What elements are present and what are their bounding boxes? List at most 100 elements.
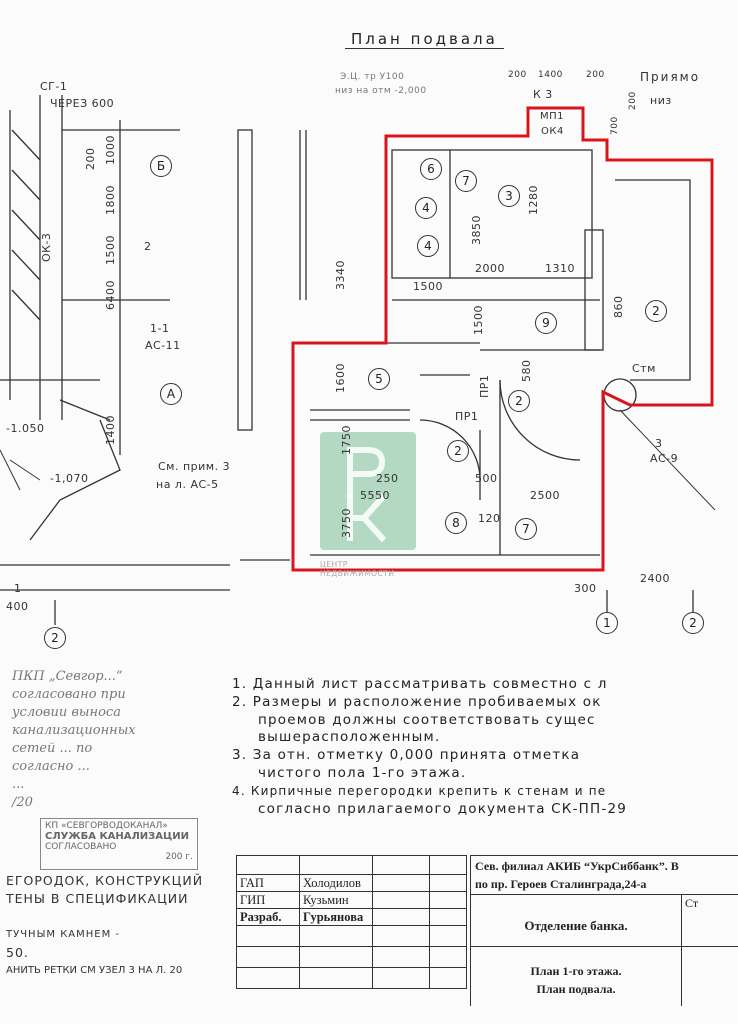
dim-250: 250 xyxy=(376,472,399,485)
axis-2-left: 2 xyxy=(44,627,66,649)
note-item: чистого пола 1-го этажа. xyxy=(258,764,467,781)
room-9: 9 xyxy=(535,312,557,334)
label-stm: Стм xyxy=(632,362,656,375)
page-title: План подвала xyxy=(345,30,504,49)
dim-1310: 1310 xyxy=(545,262,575,275)
section-3: 3 xyxy=(655,437,663,450)
dim-1500-b: 1500 xyxy=(413,280,443,293)
label-ok4: ОК4 xyxy=(541,126,564,137)
note-item: 2. Размеры и расположение пробиваемых ок xyxy=(232,693,602,710)
room-7-b: 7 xyxy=(515,518,537,540)
room-4-a: 4 xyxy=(415,197,437,219)
mark-2: 2 xyxy=(144,240,152,253)
title-block-info: Сев. филиал АКИБ “УкрСиббанк”. В по пр. … xyxy=(470,855,738,1006)
dim-1280: 1280 xyxy=(527,185,540,215)
left-notes: ЕГОРОДОК, КОНСТРУКЦИЙ ТЕНЫ В СПЕЦИФИКАЦИ… xyxy=(6,872,203,980)
dim-860: 860 xyxy=(612,295,625,319)
dim-1400: 1400 xyxy=(104,415,117,445)
hand-line: согласно ... xyxy=(12,759,90,774)
watermark-logo-glyphs xyxy=(347,447,387,543)
hand-line: /20 xyxy=(12,795,33,810)
hand-line: условии выноса xyxy=(12,705,121,720)
dim-top-200-b: 200 xyxy=(586,70,605,80)
note-item: 3. За отн. отметку 0,000 принята отметка xyxy=(232,747,581,764)
label-through: ЧЕРЕЗ 600 xyxy=(50,97,115,110)
dim-400: 400 xyxy=(6,600,29,613)
room-5: 5 xyxy=(368,368,390,390)
hand-line: согласовано при xyxy=(12,687,126,702)
dim-3750: 3750 xyxy=(340,508,353,538)
approval-stamp: КП «СЕВГОРВОДОКАНАЛ» СЛУЖБА КАНАЛИЗАЦИИ … xyxy=(40,818,198,870)
room-2-pit: 2 xyxy=(645,300,667,322)
elev-1050: -1.050 xyxy=(6,422,45,435)
left-note-line: ЕГОРОДОК, КОНСТРУКЦИЙ xyxy=(6,873,204,888)
left-note-line: ТУЧНЫМ КАМНЕМ - xyxy=(6,929,121,940)
left-note-line: 50. xyxy=(6,945,29,960)
stage-header: Ст xyxy=(685,896,699,910)
dim-2500: 2500 xyxy=(530,489,560,502)
dim-1500-c: 1500 xyxy=(472,305,485,335)
label-ok3: ОК-3 xyxy=(40,232,53,262)
stamp-line1: КП «СЕВГОРВОДОКАНАЛ» xyxy=(45,821,168,831)
handwritten-approval: ПКП „Севгор...“ согласовано при условии … xyxy=(12,668,136,812)
left-note-line: ТЕНЫ В СПЕЦИФИКАЦИИ xyxy=(6,891,189,906)
dim-3340: 3340 xyxy=(334,260,347,290)
left-note-line: АНИТЬ РЕТКИ СМ УЗЕЛ 3 НА Л. 20 xyxy=(6,965,183,976)
room-6: 6 xyxy=(420,158,442,180)
axis-2: 2 xyxy=(682,612,704,634)
dim-6400: 6400 xyxy=(104,280,117,310)
role: ГИП xyxy=(236,891,300,909)
label-mp1: МП1 xyxy=(540,111,565,122)
dim-700: 700 xyxy=(610,116,620,135)
left-wing-walls xyxy=(0,95,230,591)
dim-200: 200 xyxy=(84,147,97,171)
note-item: согласно прилагаемого документа СК-ПП-29 xyxy=(258,800,628,817)
section-sheet-as9: АС-9 xyxy=(650,452,679,465)
dim-200-r: 200 xyxy=(628,91,638,110)
dim-2000: 2000 xyxy=(475,262,505,275)
dim-1000: 1000 xyxy=(104,135,117,165)
room-4-b: 4 xyxy=(417,235,439,257)
dim-1600: 1600 xyxy=(334,363,347,393)
note-item: вышерасположенным. xyxy=(258,729,441,746)
organization: Сев. филиал АКИБ “УкрСиббанк”. В xyxy=(475,859,679,873)
signature-row: Разраб.Гурьянова xyxy=(236,908,467,926)
dim-2400: 2400 xyxy=(640,572,670,585)
dim-1750: 1750 xyxy=(340,425,353,455)
axis-a: А xyxy=(160,383,182,405)
sheet-title-2: План подвала. xyxy=(536,982,616,996)
name: Кузьмин xyxy=(299,891,373,909)
hand-line: канализационных xyxy=(12,723,136,738)
dim-500: 500 xyxy=(475,472,498,485)
dim-3850: 3850 xyxy=(470,215,483,245)
address: по пр. Героев Сталинграда,24-а xyxy=(475,877,647,891)
room-7: 7 xyxy=(455,170,477,192)
apartment-outline xyxy=(291,106,714,572)
watermark-line2: НЕДВИЖИМОСТИ xyxy=(320,569,395,578)
sheet-title-1: План 1-го этажа. xyxy=(530,964,622,978)
hand-line: ... xyxy=(12,777,25,792)
sheet-ref: на л. АС-5 xyxy=(156,478,219,491)
room-3: 3 xyxy=(498,185,520,207)
name: Гурьянова xyxy=(299,908,373,926)
role: ГАП xyxy=(236,874,300,892)
room-2-c: 2 xyxy=(447,440,469,462)
general-notes: 1. Данный лист рассматривать совместно с… xyxy=(232,676,627,818)
door-pr1-b: ПР1 xyxy=(455,410,479,423)
name: Холодилов xyxy=(299,874,373,892)
stamp-line3: СОГЛАСОВАНО xyxy=(45,842,117,852)
note-item: проемов должны соответствовать сущес xyxy=(258,711,596,728)
dim-120: 120 xyxy=(478,512,501,525)
dim-300: 300 xyxy=(574,582,597,595)
room-8: 8 xyxy=(445,512,467,534)
room-2-b: 2 xyxy=(508,390,530,412)
dim-1500: 1500 xyxy=(104,235,117,265)
label-pit-low: низ xyxy=(650,94,672,107)
left-note-line xyxy=(6,908,203,926)
dim-580: 580 xyxy=(520,359,533,383)
